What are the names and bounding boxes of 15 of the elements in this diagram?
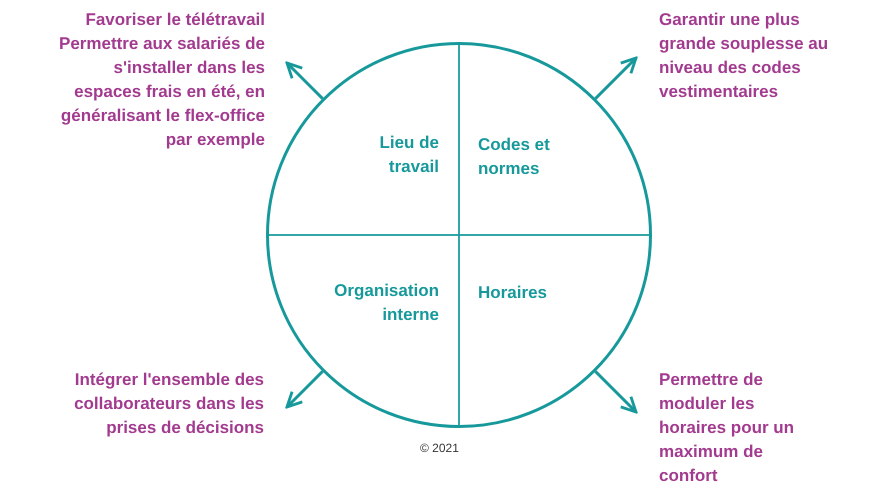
description-text: Permettre de moduler les horaires pour un maximum de confort [659,369,796,487]
quadrant-label: Lieu de travail [378,132,439,178]
description-text: Intégrer l'ensemble des collaborateurs dans les prises de décisions [73,369,264,439]
arrow [286,62,324,100]
circle [266,42,652,428]
quadrant-label: Organisation interne [333,280,439,326]
description-text: Permettre aux salariés de s'installer dans les espaces frais en été, en généralisant le flex-office par exemple [58,33,265,151]
quadrant-label: Codes et normes [478,134,551,180]
quadrant-label: Horaires [478,282,548,304]
description-text: Garantir une plus grande souplesse au niveau des codes vestimentaires [659,9,830,103]
description-text: Favoriser le télétravail [84,9,265,31]
arrow [594,370,638,414]
copyright-note: © 2021 [420,441,459,455]
arrow [594,56,638,100]
arrow [286,370,324,408]
